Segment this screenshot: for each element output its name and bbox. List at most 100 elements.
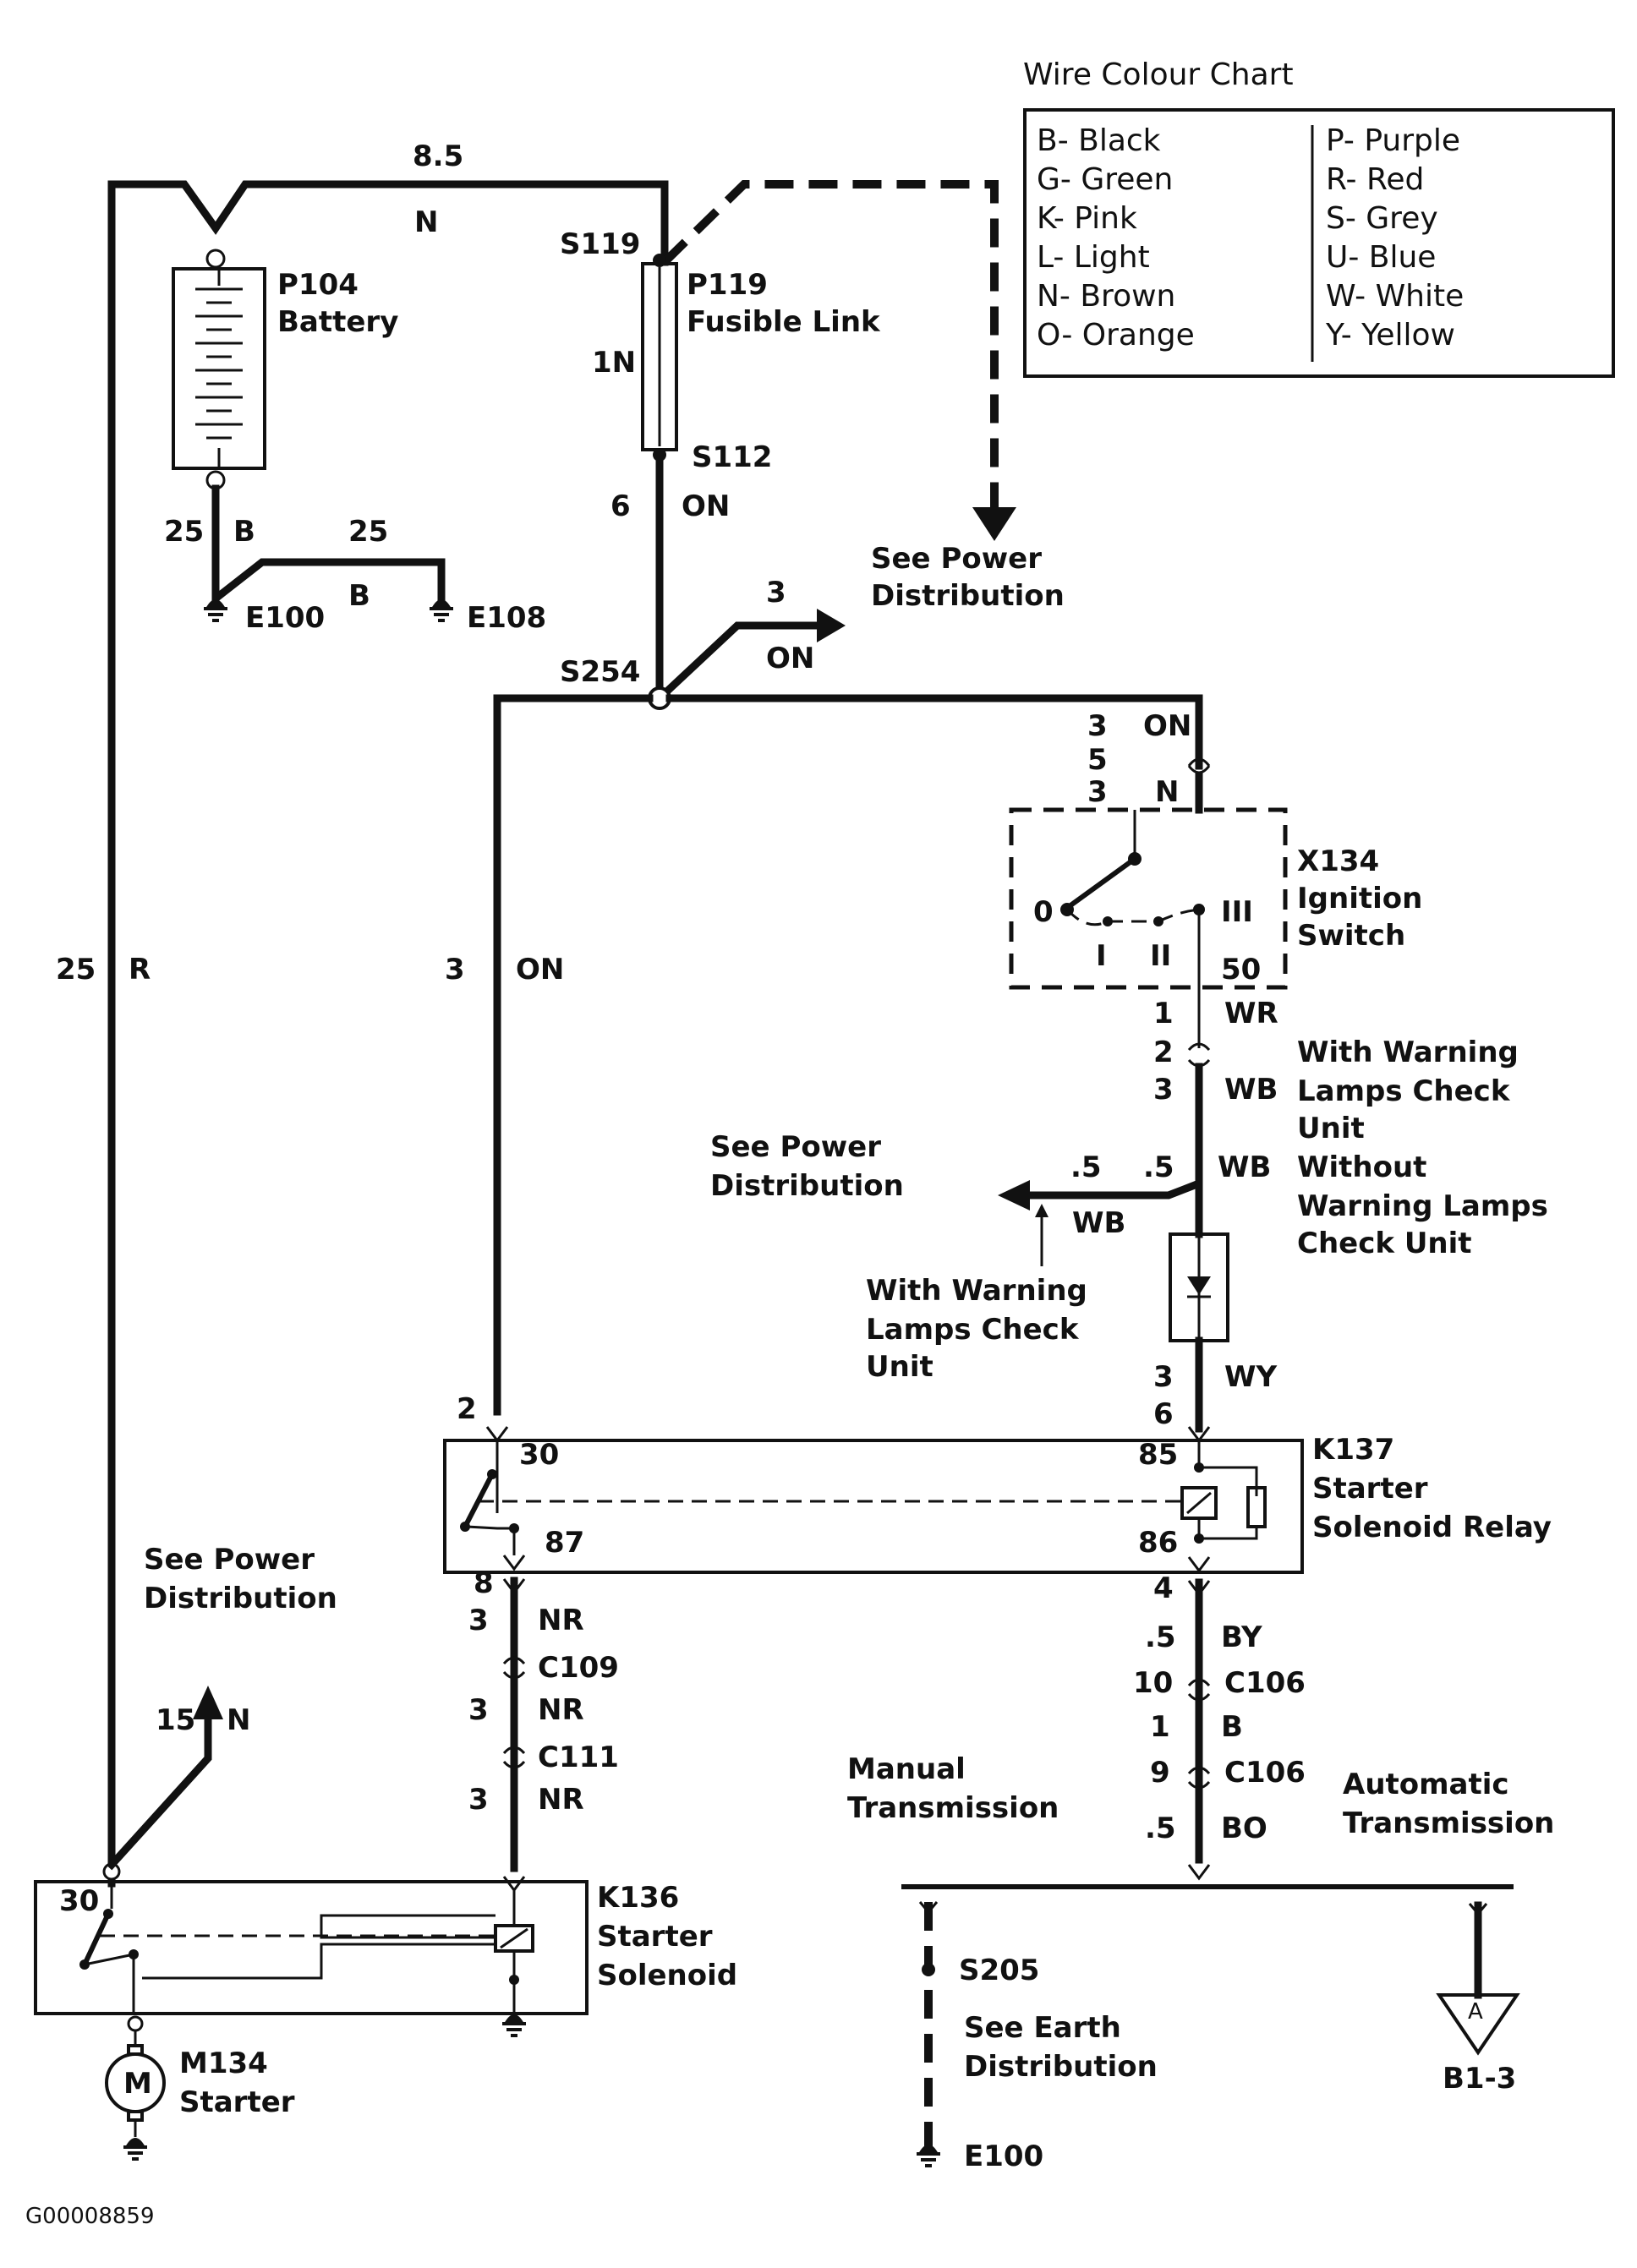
relay-name-2: Solenoid Relay [1312, 1511, 1552, 1544]
nr3-colour: NR [538, 1783, 584, 1817]
reference-b1-3-icon [1436, 1993, 1520, 2056]
battery-positive-terminal [205, 249, 226, 269]
ground-e100-bottom-icon [917, 2145, 940, 2167]
ignition-switch-frame [1009, 807, 1288, 990]
nr2-size: 3 [468, 1693, 489, 1727]
relay-coil-slash [1186, 1491, 1212, 1515]
ignition-pos-2: II [1150, 939, 1171, 973]
connector-c106-b-label: C106 [1224, 1756, 1306, 1790]
nr2-colour: NR [538, 1693, 584, 1727]
c106-a-pin: 10 [1133, 1666, 1173, 1700]
bo-size: .5 [1145, 1812, 1176, 1845]
solenoid-coil-junction [509, 1975, 519, 1985]
ignition-switch-arm [1065, 856, 1136, 910]
relay-pin-30-terminal: 2 [457, 1392, 477, 1426]
relay-switch-pivot [460, 1522, 470, 1532]
ign-in-colour-a: ON [1143, 709, 1191, 743]
chart-left-entry-1: G- Green [1037, 162, 1173, 197]
figure-code: G00008859 [25, 2204, 154, 2229]
splice-s254-label: S254 [560, 655, 640, 689]
manual-transmission-line1: Manual [847, 1752, 966, 1786]
solenoid-pin-30: 30 [59, 1884, 99, 1918]
solenoid-ground-icon [502, 2014, 526, 2037]
see-power-distribution-2-line1: See Power [710, 1130, 881, 1164]
solenoid-hold-loop-bottom [142, 1943, 495, 1980]
with-warning-2-line1: With Warning [866, 1274, 1087, 1308]
ignition-pos-0: 0 [1033, 895, 1054, 929]
branch-3on-arrow [817, 609, 846, 642]
ground-link-size: 25 [348, 515, 388, 549]
battery-feed-wiring [107, 180, 1016, 1888]
battery-id: P104 [277, 268, 359, 302]
ground-e100-bottom-label: E100 [964, 2140, 1043, 2173]
without-warning-line2: Warning Lamps [1297, 1189, 1548, 1223]
ground-dome [504, 2014, 524, 2024]
connector-c111-label: C111 [538, 1741, 619, 1774]
ignition-pos-1: I [1096, 939, 1107, 973]
ignition-switch-name-1: Ignition [1297, 882, 1422, 915]
see-earth-distribution-line1: See Earth [964, 2011, 1121, 2045]
s112-wire-size: 6 [610, 489, 631, 523]
relay-pin-87: 87 [545, 1526, 584, 1560]
starter-solenoid-relay: 30 87 85 86 [443, 1426, 1304, 1574]
pd15-wire [106, 1710, 212, 1871]
without-warning-line1: Without [1297, 1150, 1426, 1184]
connector-c111-icon [502, 1746, 526, 1769]
top-n-wire [107, 180, 669, 1213]
relay-pin-85: 85 [1138, 1438, 1178, 1472]
nr-connector-top-icon [502, 1578, 526, 1595]
relay-86-pin: 4 [1153, 1571, 1174, 1605]
ignition-pin-50: 50 [1221, 953, 1261, 986]
relay-coil-junction-b [1194, 1533, 1204, 1544]
see-power-distribution-1-line2: Distribution [871, 579, 1065, 613]
nr1-colour: NR [538, 1604, 584, 1637]
starter-motor-name: Starter [179, 2085, 295, 2119]
starter-motor-brush-bottom [127, 2110, 144, 2122]
ground-e100-label: E100 [245, 601, 325, 635]
with-warning-2-line3: Unit [866, 1350, 933, 1384]
by-size: .5 [1145, 1620, 1176, 1654]
chart-left-entry-3: L- Light [1037, 240, 1150, 275]
ignition-switch-id: X134 [1297, 844, 1379, 878]
wb-left-size: .5 [1070, 1150, 1102, 1184]
wb-wire-to-power-distribution [1021, 1063, 1203, 1200]
connector-c109-icon [502, 1656, 526, 1680]
pd15-size: 15 [156, 1703, 195, 1737]
power-distribution-dashed-feed [661, 180, 999, 507]
starter-motor-id: M134 [179, 2047, 268, 2080]
with-warning-1-line3: Unit [1297, 1112, 1365, 1145]
relay-coil-lead-a [1197, 1440, 1258, 1496]
ignition-travel-c [1158, 908, 1200, 923]
relay-in-connector-icon [485, 1426, 509, 1443]
connector-c106-b-icon [1187, 1766, 1211, 1790]
connector-c106-a-label: C106 [1224, 1666, 1306, 1700]
solenoid-motor-lead [84, 1953, 135, 2014]
wb-arrow [998, 1180, 1030, 1211]
solenoid-hold-loop-top [320, 1914, 495, 1939]
ign-in-pin-b: 5 [1087, 743, 1108, 777]
ign-out-pin-b: 2 [1153, 1036, 1174, 1069]
c106-b-pin: 9 [1150, 1756, 1170, 1790]
battery-ground-wire [211, 484, 446, 607]
battery-name: Battery [277, 305, 398, 339]
fusible-link-size: 1N [592, 346, 636, 380]
automatic-transmission-line1: Automatic [1343, 1768, 1509, 1801]
manual-transmission-line2: Transmission [847, 1791, 1059, 1825]
main-3on-wire-right [665, 694, 1203, 770]
reference-b1-3-symbol: A [1468, 1999, 1483, 2025]
chart-right-entry-4: W- White [1326, 279, 1464, 314]
see-power-distribution-3-line1: See Power [144, 1543, 315, 1577]
starter-solenoid-relay-frame [443, 1439, 1304, 1574]
branch-3on-wire [654, 621, 824, 704]
s112-wire-colour: ON [682, 489, 730, 523]
relay-87-lead [466, 1525, 516, 1555]
reference-b1-3-label: B1-3 [1443, 2062, 1516, 2096]
automatic-connector-icon [1468, 1903, 1488, 1916]
manual-earth-connector-icon [918, 1901, 939, 1915]
starter-solenoid-frame [34, 1880, 589, 2015]
main-wire-size: 3 [445, 953, 465, 986]
wb-right-size: .5 [1143, 1150, 1174, 1184]
